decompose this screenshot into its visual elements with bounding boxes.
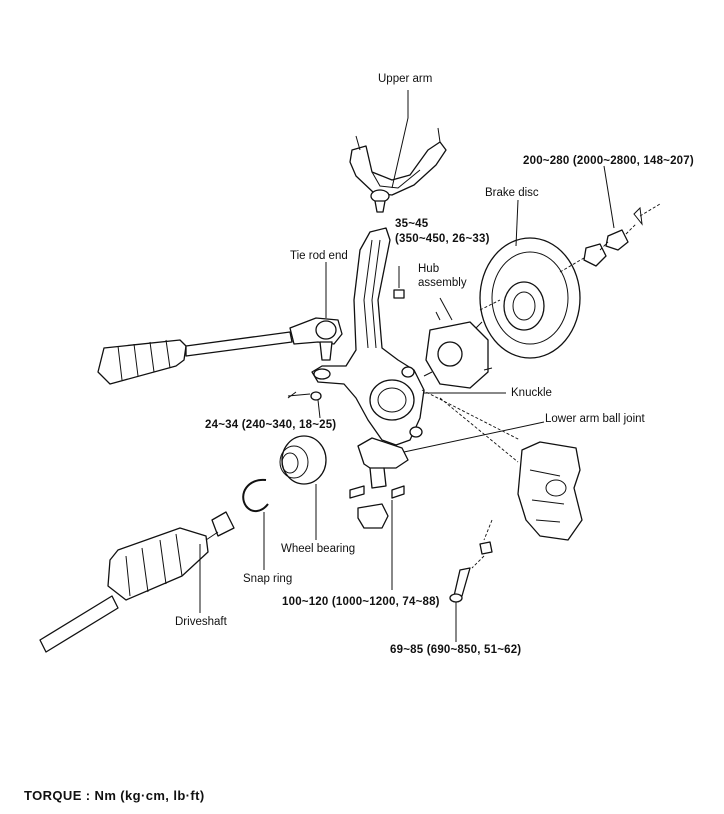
label-tie-rod-end: Tie rod end	[290, 250, 348, 262]
label-wheel-bearing: Wheel bearing	[281, 543, 356, 555]
label-knuckle: Knuckle	[511, 387, 552, 399]
brake-disc	[479, 237, 581, 359]
upper-arm-nut	[393, 266, 405, 299]
torque-caliper-bolt: 69~85 (690~850, 51~62)	[390, 644, 522, 656]
torque-units-footer: TORQUE : Nm (kg·cm, lb·ft)	[24, 788, 205, 803]
torque-upper-arm-nut-values: (350~450, 26~33)	[395, 233, 490, 245]
wheel-bearing	[279, 435, 327, 485]
brake-caliper	[517, 441, 583, 541]
snap-ring	[242, 478, 269, 512]
tie-rod-nut	[287, 391, 322, 401]
torque-tie-rod-nut: 24~34 (240~340, 18~25)	[205, 419, 337, 431]
torque-ball-joint-bolt: 100~120 (1000~1200, 74~88)	[282, 596, 440, 608]
label-hub-assembly: assembly	[418, 277, 467, 289]
label-hub: Hub	[418, 263, 440, 275]
label-driveshaft: Driveshaft	[175, 616, 227, 628]
torque-hub-nut: 200~280 (2000~2800, 148~207)	[523, 155, 694, 167]
label-snap-ring: Snap ring	[243, 573, 293, 585]
lower-arm-ball-joint	[349, 437, 409, 499]
label-brake-disc: Brake disc	[485, 187, 539, 199]
knuckle	[311, 227, 425, 446]
torque-upper-arm-nut: 35~45	[395, 218, 429, 230]
leader-lines	[199, 90, 615, 642]
caliper-bolt	[449, 541, 493, 603]
upper-arm	[349, 127, 447, 213]
driveshaft	[39, 511, 235, 653]
hub-assembly	[423, 311, 493, 389]
tie-rod-end	[97, 317, 343, 385]
dust-cover	[357, 503, 389, 529]
hub-nut	[559, 203, 661, 273]
label-lower-arm-ball-joint: Lower arm ball joint	[545, 413, 645, 425]
label-upper-arm: Upper arm	[378, 73, 433, 85]
